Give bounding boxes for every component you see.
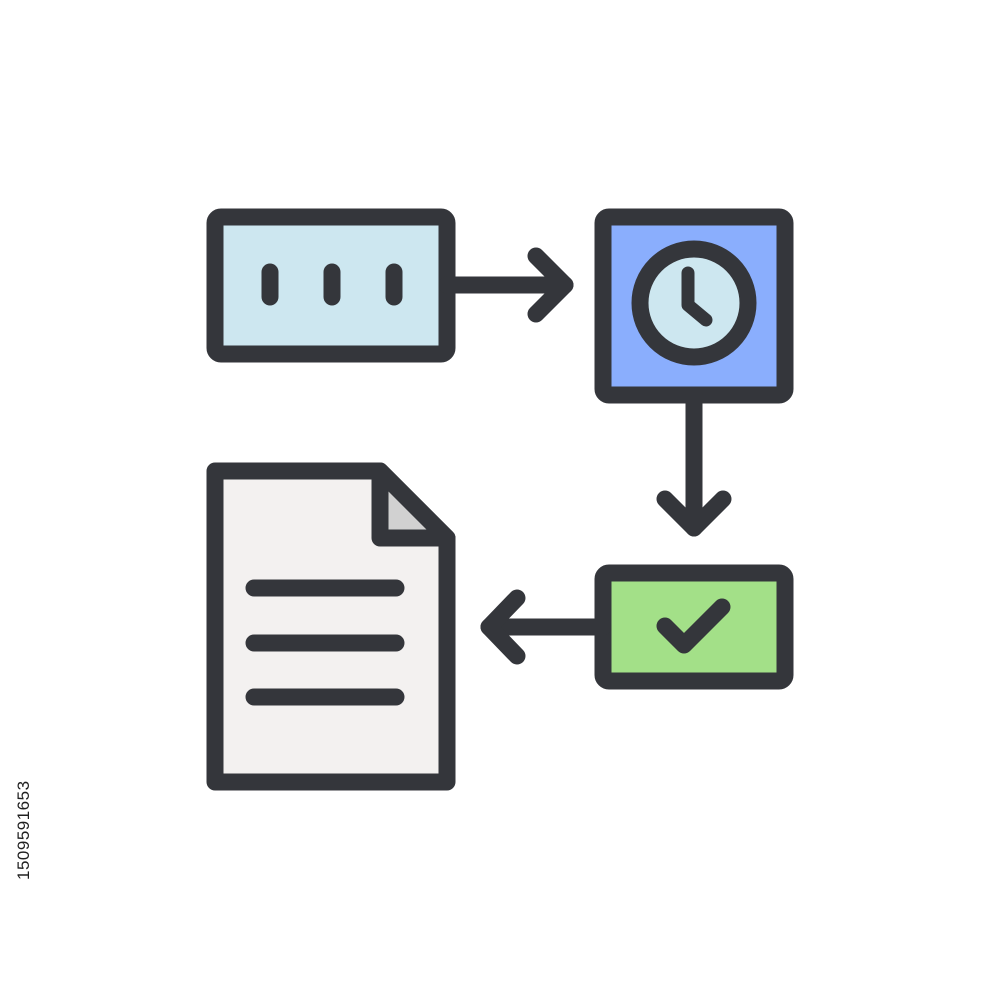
checkmark-icon: [594, 564, 794, 690]
arrow-down-icon: [656, 386, 732, 537]
stock-id-label: 1509591653: [14, 780, 33, 880]
arrow-left-icon: [480, 589, 612, 665]
input-dots-icon: [206, 208, 456, 363]
clock-icon: [594, 208, 794, 404]
arrow-right-icon: [438, 247, 574, 323]
document-icon: [206, 462, 456, 791]
clock-hands: [681, 266, 713, 327]
document-fold: [371, 462, 456, 547]
check-mark: [656, 598, 731, 654]
